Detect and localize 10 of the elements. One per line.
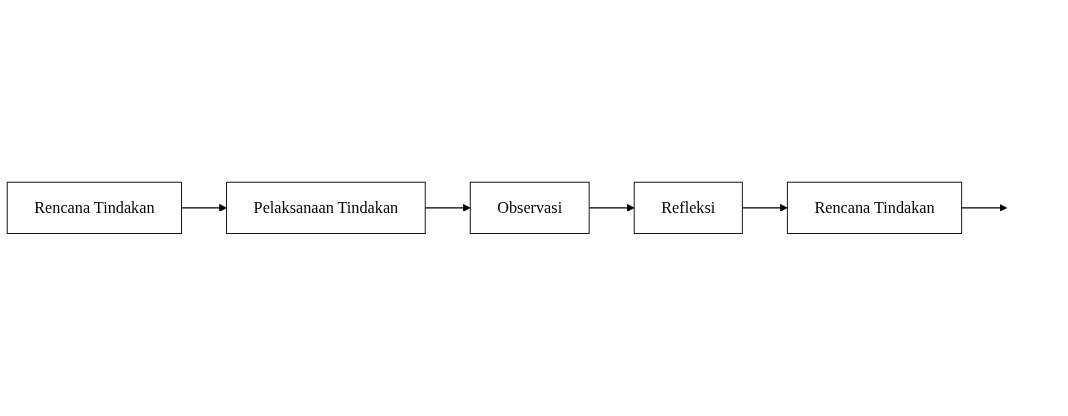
- node-box: Rencana Tindakan: [6, 181, 182, 235]
- arrow: [961, 204, 1008, 212]
- node-box: Rencana Tindakan: [786, 181, 963, 235]
- arrow: [588, 204, 635, 212]
- node-box: Pelaksanaan Tindakan: [226, 181, 426, 235]
- node-box: Observasi: [469, 181, 590, 235]
- arrow: [741, 204, 788, 212]
- arrow: [180, 204, 227, 212]
- arrow: [424, 204, 471, 212]
- node-box: Refleksi: [633, 181, 743, 235]
